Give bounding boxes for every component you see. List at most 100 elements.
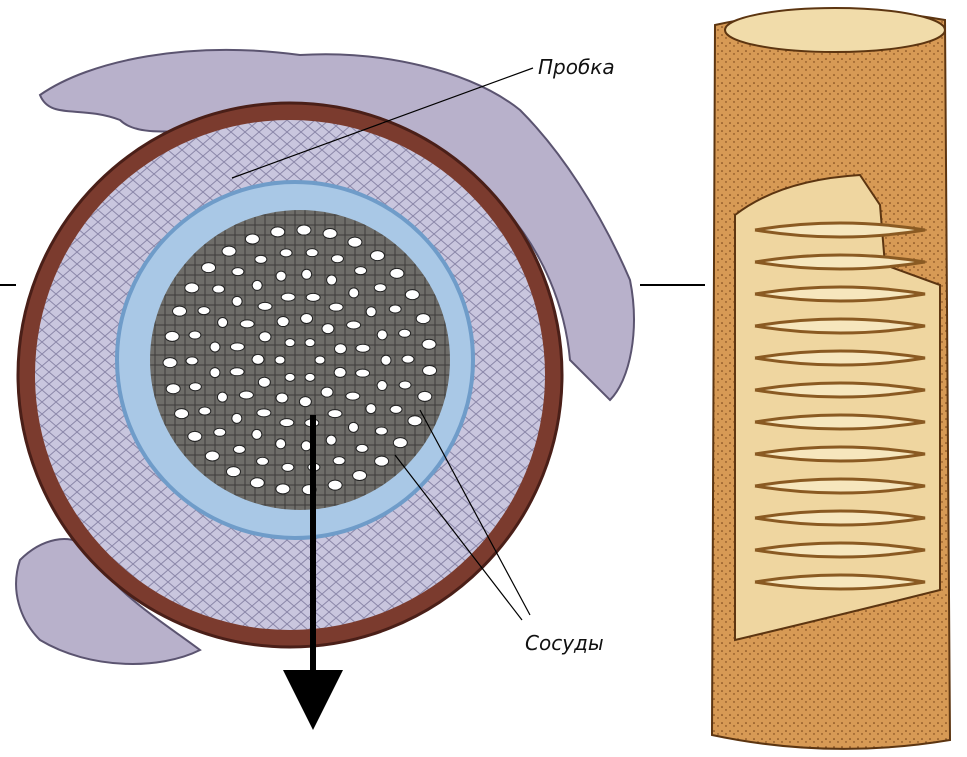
vessel-opening [240,320,254,328]
vessel-opening [423,366,437,376]
spiral-ring [755,415,925,429]
spiral-ring [755,383,925,397]
spiral-ring [755,575,925,589]
vessel-opening [199,407,211,415]
vessel-opening [418,391,432,401]
vessel-opening [202,263,216,273]
vessel-opening [232,413,242,423]
vessel-opening [377,381,387,391]
vessel-opening [329,303,343,311]
vessel-opening [334,367,346,377]
vessel-opening [257,457,269,465]
vessel-opening [374,284,386,292]
vessel-opening [393,438,407,448]
vessel-opening [315,356,325,364]
vessel-opening [186,357,198,365]
vessel-opening [390,268,404,278]
vessel-opening [333,457,345,465]
vessel-opening [258,302,272,310]
vessel-opening [252,280,262,290]
vessel-opening [226,467,240,477]
vessel-opening [213,285,225,293]
vessel-opening [348,237,362,247]
vessel-opening [233,445,245,453]
vessel-opening [389,305,401,313]
vessel-opening [366,404,376,414]
vessel-opening [321,387,333,397]
vessel-opening [218,317,228,327]
vessel-opening [276,439,286,449]
vessel-opening [163,358,177,368]
vessel-opening [280,419,294,427]
vessel-opening [175,409,189,419]
vessel-opening [301,441,311,451]
vessel-opening [408,416,422,426]
vessel-opening [402,355,414,363]
vessel-opening [277,317,289,327]
vessel-opening [217,392,227,402]
vessel-opening [205,451,219,461]
vessel-opening [239,391,253,399]
vessel-opening [258,377,270,387]
vessel-opening [275,356,285,364]
vessel-opening [276,271,286,281]
vessel-opening [422,339,436,349]
vessel-opening [381,355,391,365]
vessel-opening [305,373,315,381]
vessel-opening [356,444,368,452]
vessel-opening [222,246,236,256]
vessel-opening [189,331,201,339]
spiral-ring [755,255,925,269]
vessel-opening [230,368,244,376]
vessel-opening [355,267,367,275]
vessel-opening [166,384,180,394]
spiral-ring [755,287,925,301]
vessel-opening [198,307,210,315]
spiral-ring [755,511,925,525]
vessel-opening [276,393,288,403]
vessel-opening [399,381,411,389]
vessel-opening [375,427,387,435]
vessel-opening [250,478,264,488]
vessel-opening [210,368,220,378]
vessel-opening [299,397,311,407]
vessel-opening [390,405,402,413]
spiral-ring [755,223,925,237]
vessel-opening [271,227,285,237]
vessel-opening [301,314,313,324]
vessel-opening [331,255,343,263]
vessel-opening [306,249,318,257]
vessel-opening [165,331,179,341]
vessel-opening [280,249,292,257]
vessel-opening [323,229,337,239]
vessel-opening [370,251,384,261]
vessel-opening [259,332,271,342]
vessel-opening [285,339,295,347]
vessel-opening [302,269,312,279]
vessel-opening [285,373,295,381]
vessels-label: Сосуды [525,631,604,655]
vessel-opening [405,290,419,300]
vessel-opening [399,329,411,337]
vessel-opening [326,435,336,445]
vessel-opening [416,314,430,324]
spiral-ring [755,479,925,493]
vessel-opening [305,339,315,347]
vessel-opening [366,307,376,317]
spiral-ring [755,447,925,461]
vessel-tube-illustration [712,8,950,749]
vessel-opening [232,296,242,306]
vessel-opening [356,344,370,352]
vessel-opening [327,275,337,285]
vessel-opening [252,354,264,364]
vessel-opening [276,484,290,494]
vessel-opening [297,225,311,235]
vessel-opening [214,428,226,436]
vessel-opening [348,422,358,432]
vessel-opening [375,456,389,466]
vessel-opening [328,410,342,418]
vessel-top-opening [725,8,945,52]
vessel-opening [252,429,262,439]
vessel-opening [281,293,295,301]
